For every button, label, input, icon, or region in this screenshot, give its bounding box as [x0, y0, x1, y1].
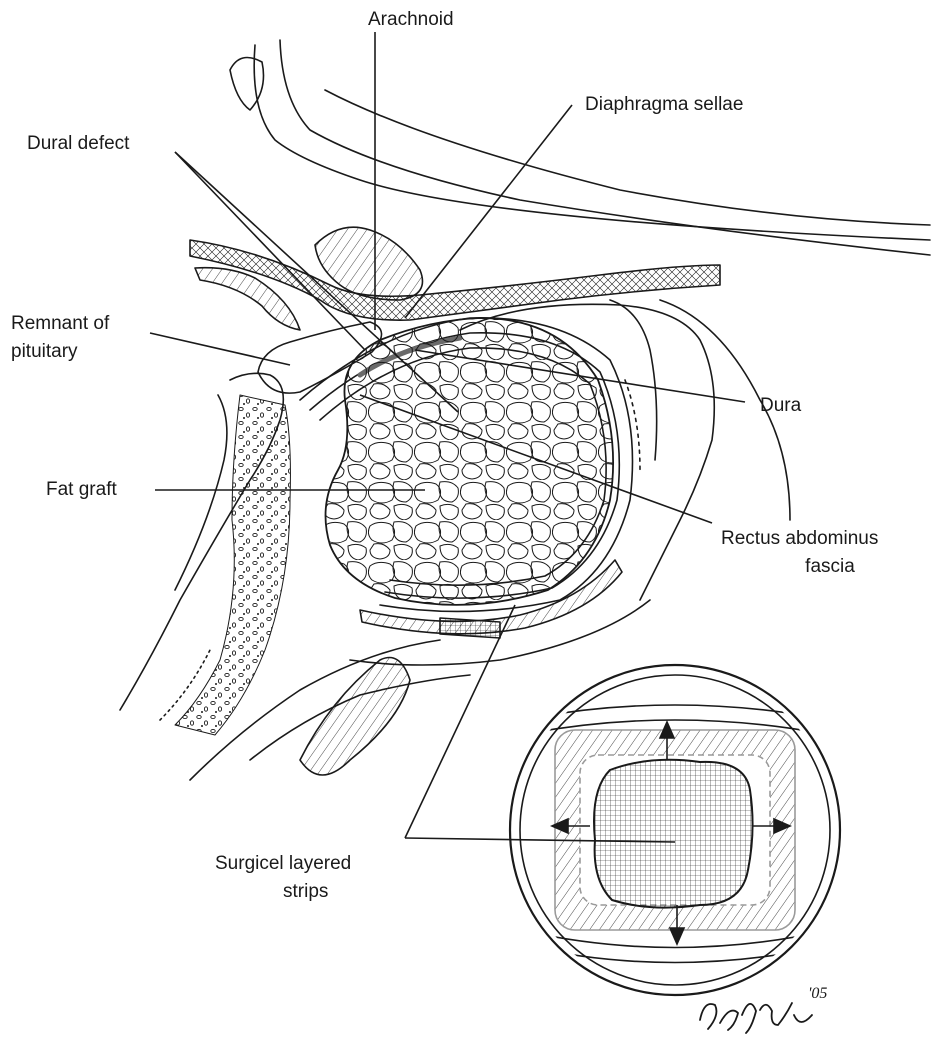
- label-surgicel-layered-strips-line2: strips: [283, 880, 328, 903]
- label-remnant-of-pituitary-line2: pituitary: [11, 340, 78, 363]
- signature-year: '05: [808, 985, 827, 1003]
- label-rectus-abdominus-fascia-line1: Rectus abdominus: [721, 527, 878, 550]
- inset-view: [510, 665, 840, 995]
- label-dura: Dura: [760, 394, 801, 417]
- leader-surgicel-strips: [405, 605, 515, 838]
- label-diaphragma-sellae: Diaphragma sellae: [585, 93, 743, 116]
- leader-remnant-of-pituitary: [150, 333, 290, 365]
- label-arachnoid: Arachnoid: [368, 8, 454, 31]
- label-dural-defect: Dural defect: [27, 132, 129, 155]
- label-remnant-of-pituitary-line1: Remnant of: [11, 312, 109, 335]
- label-rectus-abdominus-fascia-line2: fascia: [780, 555, 880, 578]
- anatomy-drawing: [120, 40, 930, 780]
- label-fat-graft: Fat graft: [46, 478, 117, 501]
- label-surgicel-layered-strips-line1: Surgicel layered: [215, 852, 351, 875]
- signature: '05: [690, 985, 840, 1040]
